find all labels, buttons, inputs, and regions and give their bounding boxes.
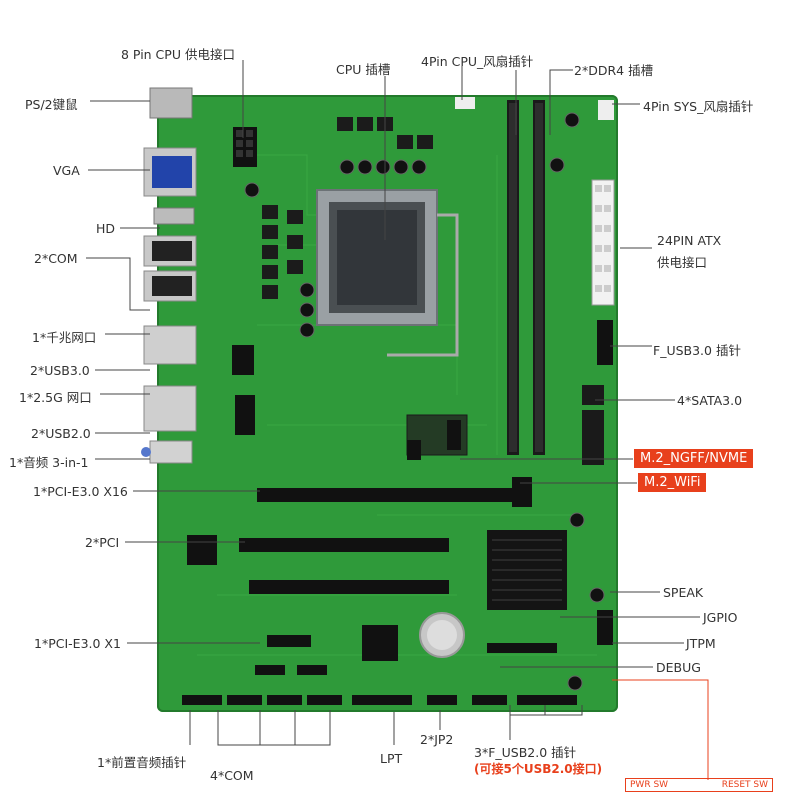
label-pcie1: 1*PCI-E3.0 X1 bbox=[34, 636, 121, 651]
label-lan1g: 1*千兆网口 bbox=[32, 330, 97, 345]
label-lpt: LPT bbox=[380, 751, 403, 766]
label-cpu-socket: CPU 插槽 bbox=[336, 62, 391, 77]
label-speak: SPEAK bbox=[663, 585, 704, 600]
label-jgpio: JGPIO bbox=[703, 610, 738, 625]
motherboard bbox=[157, 95, 618, 712]
label-jp2: 2*JP2 bbox=[420, 732, 454, 747]
label-f-usb2: 3*F_USB2.0 插针 bbox=[474, 745, 577, 760]
label-audio: 1*音频 3-in-1 bbox=[9, 455, 89, 470]
label-m2-wifi: M.2_WiFi bbox=[638, 473, 707, 492]
label-sata: 4*SATA3.0 bbox=[677, 393, 743, 408]
label-hd: HD bbox=[96, 221, 116, 236]
rear-io-ports bbox=[141, 87, 197, 464]
label-com4: 4*COM bbox=[210, 768, 254, 783]
label-reset-sw: RESET SW bbox=[721, 780, 768, 790]
label-usb3: 2*USB3.0 bbox=[30, 363, 90, 378]
label-pcie16: 1*PCI-E3.0 X16 bbox=[33, 484, 128, 499]
label-vga: VGA bbox=[53, 163, 80, 178]
label-cpu-power: 8 Pin CPU 供电接口 bbox=[121, 47, 235, 62]
label-jtpm: JTPM bbox=[686, 636, 716, 651]
label-m2-ngff: M.2_NGFF/NVME bbox=[634, 449, 754, 468]
label-ddr4: 2*DDR4 插槽 bbox=[574, 63, 654, 78]
label-cpu-fan: 4Pin CPU_风扇插针 bbox=[421, 54, 534, 69]
label-usb2: 2*USB2.0 bbox=[31, 426, 91, 441]
label-f-usb2-note: (可接5个USB2.0接口) bbox=[474, 762, 603, 776]
label-atx24-line1: 24PIN ATX bbox=[657, 233, 722, 248]
label-f-usb3: F_USB3.0 插针 bbox=[653, 343, 741, 358]
label-front-audio: 1*前置音频插针 bbox=[97, 755, 187, 770]
label-sys-fan: 4Pin SYS_风扇插针 bbox=[643, 99, 754, 114]
label-ps2: PS/2键鼠 bbox=[25, 97, 78, 112]
label-com2: 2*COM bbox=[34, 251, 78, 266]
label-atx24-line2: 供电接口 bbox=[657, 255, 708, 270]
label-debug: DEBUG bbox=[656, 660, 701, 675]
label-pci2: 2*PCI bbox=[85, 535, 120, 550]
motherboard-graphic bbox=[182, 97, 615, 705]
label-lan25g: 1*2.5G 网口 bbox=[19, 390, 92, 405]
label-pwr-sw: PWR SW bbox=[630, 780, 669, 790]
